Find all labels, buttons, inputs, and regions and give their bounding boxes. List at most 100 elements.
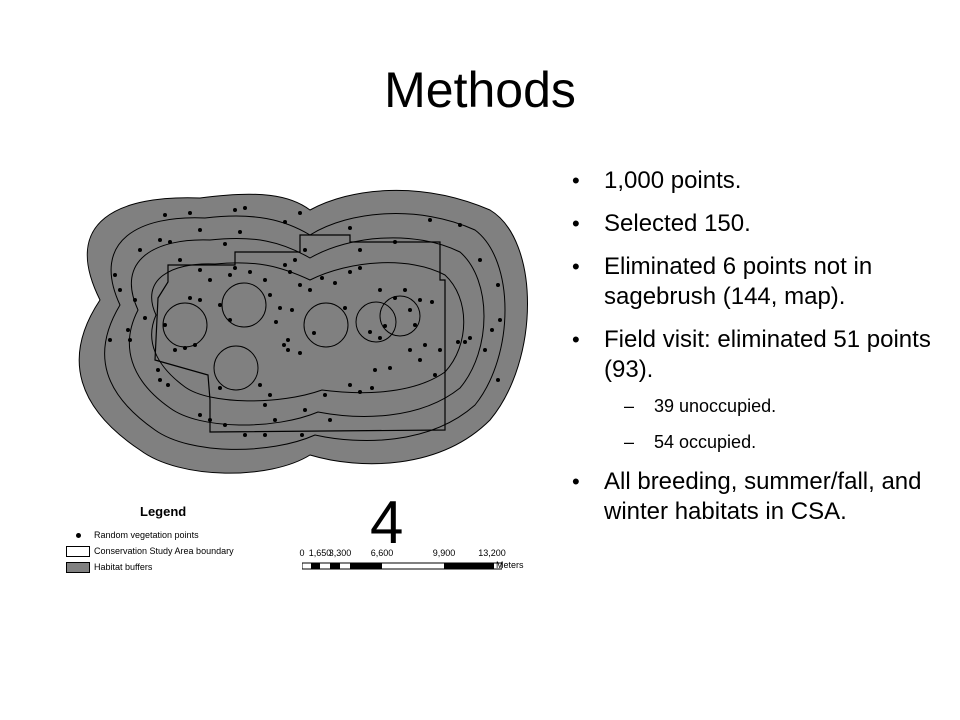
vegetation-point <box>383 324 387 328</box>
vegetation-point <box>188 296 192 300</box>
vegetation-point <box>108 338 112 342</box>
vegetation-point <box>138 248 142 252</box>
vegetation-point <box>423 343 427 347</box>
vegetation-point <box>208 418 212 422</box>
bullet-text: All breeding, summer/fall, and winter ha… <box>604 468 922 525</box>
vegetation-point <box>218 303 222 307</box>
legend-title: Legend <box>140 504 187 519</box>
vegetation-point <box>388 366 392 370</box>
vegetation-point <box>263 403 267 407</box>
habitat-circle <box>379 295 421 337</box>
vegetation-point <box>198 228 202 232</box>
vegetation-point <box>458 223 462 227</box>
vegetation-point <box>418 298 422 302</box>
vegetation-point <box>243 433 247 437</box>
vegetation-point <box>198 268 202 272</box>
buffer-ring-2 <box>128 237 485 426</box>
vegetation-point <box>348 383 352 387</box>
vegetation-point <box>430 300 434 304</box>
vegetation-point <box>303 248 307 252</box>
vegetation-point <box>228 273 232 277</box>
vegetation-point <box>173 348 177 352</box>
vegetation-point <box>408 308 412 312</box>
vegetation-point <box>274 320 278 324</box>
vegetation-point <box>348 226 352 230</box>
vegetation-point <box>248 270 252 274</box>
habitat-map <box>60 180 540 480</box>
vegetation-point <box>438 348 442 352</box>
vegetation-point <box>433 373 437 377</box>
bullet-text: 1,000 points. <box>604 167 742 194</box>
vegetation-point <box>498 318 502 322</box>
bullet-item: Field visit: eliminated 51 points (93). … <box>566 325 936 453</box>
scale-label: 13,200 <box>478 548 506 558</box>
vegetation-point <box>298 211 302 215</box>
vegetation-point <box>468 336 472 340</box>
boundary-symbol-icon <box>66 545 90 557</box>
bullet-item: Selected 150. <box>566 209 936 239</box>
vegetation-point <box>163 213 167 217</box>
vegetation-point <box>378 336 382 340</box>
sub-bullet-item: 39 unoccupied. <box>604 395 936 417</box>
bullet-item: All breeding, summer/fall, and winter ha… <box>566 467 936 527</box>
vegetation-point <box>328 418 332 422</box>
vegetation-point <box>312 331 316 335</box>
habitat-map-svg <box>78 189 528 474</box>
legend-item-boundary: Conservation Study Area boundary <box>66 544 234 558</box>
vegetation-point <box>368 330 372 334</box>
legend-item-buffers: Habitat buffers <box>66 560 152 574</box>
vegetation-point <box>293 258 297 262</box>
bullet-text: Field visit: eliminated 51 points (93). <box>604 326 931 383</box>
vegetation-point <box>143 316 147 320</box>
vegetation-point <box>496 378 500 382</box>
vegetation-point <box>286 348 290 352</box>
scale-label: 6,600 <box>370 548 394 558</box>
vegetation-point <box>298 351 302 355</box>
vegetation-point <box>320 276 324 280</box>
vegetation-point <box>358 248 362 252</box>
vegetation-point <box>243 206 247 210</box>
vegetation-point <box>178 258 182 262</box>
vegetation-point <box>490 328 494 332</box>
vegetation-point <box>238 230 242 234</box>
vegetation-point <box>223 423 227 427</box>
vegetation-point <box>198 298 202 302</box>
vegetation-point <box>168 240 172 244</box>
bullet-item: 1,000 points. <box>566 166 936 196</box>
legend-label: Random vegetation points <box>94 530 199 540</box>
vegetation-point <box>258 383 262 387</box>
vegetation-point <box>288 270 292 274</box>
vegetation-points <box>108 206 502 437</box>
scale-label: 9,900 <box>432 548 456 558</box>
scale-units: Meters <box>496 560 524 570</box>
point-symbol-icon <box>66 530 90 541</box>
bullet-list: 1,000 points. Selected 150. Eliminated 6… <box>566 166 936 540</box>
bullet-item: Eliminated 6 points not in sagebrush (14… <box>566 252 936 312</box>
vegetation-point <box>348 270 352 274</box>
vegetation-point <box>198 413 202 417</box>
vegetation-point <box>358 390 362 394</box>
sub-bullet-item: 54 occupied. <box>604 431 936 453</box>
vegetation-point <box>418 358 422 362</box>
scale-bar-graphic <box>302 562 502 570</box>
scale-label: 3,300 <box>328 548 352 558</box>
vegetation-point <box>298 283 302 287</box>
vegetation-point <box>223 242 227 246</box>
vegetation-point <box>113 273 117 277</box>
slide-title: Methods <box>384 62 576 118</box>
buffer-ring-1 <box>104 213 506 450</box>
vegetation-point <box>403 288 407 292</box>
vegetation-point <box>290 308 294 312</box>
vegetation-point <box>156 368 160 372</box>
habitat-circle <box>303 302 349 348</box>
legend-label: Conservation Study Area boundary <box>94 546 234 556</box>
map-number: 4 <box>370 489 404 556</box>
vegetation-point <box>158 378 162 382</box>
vegetation-point <box>333 281 337 285</box>
vegetation-point <box>358 266 362 270</box>
buffer-ring-3 <box>151 262 465 402</box>
vegetation-point <box>282 343 286 347</box>
vegetation-point <box>428 218 432 222</box>
vegetation-point <box>283 263 287 267</box>
legend-item-points: Random vegetation points <box>66 528 199 542</box>
